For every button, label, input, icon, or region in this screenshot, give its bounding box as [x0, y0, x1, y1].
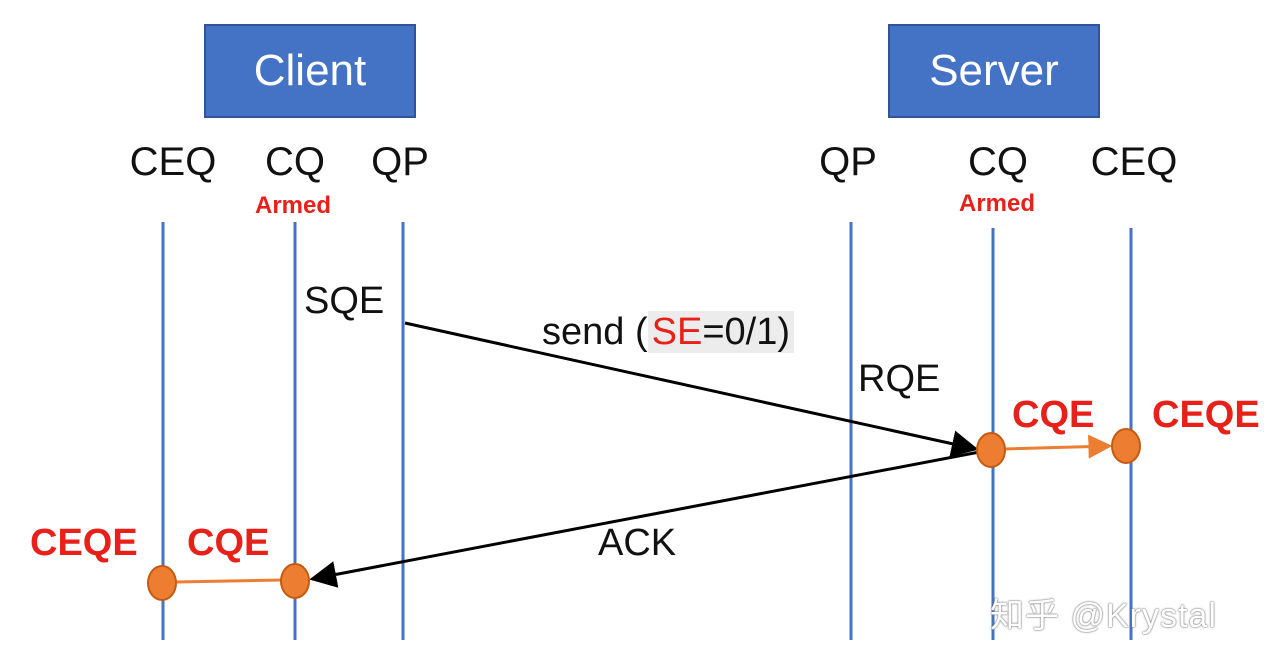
- client-box: Client: [204, 24, 416, 118]
- client-ceq-label: CEQ: [129, 140, 217, 184]
- client-title: Client: [253, 46, 367, 95]
- client-cqe-label: CQE: [187, 522, 270, 564]
- server-ceqe-label: CEQE: [1152, 394, 1260, 436]
- server-box: Server: [888, 24, 1100, 118]
- ack-label: ACK: [598, 522, 677, 564]
- server-cq-armed-label: Armed: [958, 190, 1036, 217]
- server-title: Server: [929, 46, 1059, 95]
- client-cq-label: CQ: [265, 140, 325, 184]
- client-cq-event: [280, 563, 310, 599]
- server-cqe-to-ceqe-arrow: [1004, 434, 1113, 459]
- send-se: SE: [651, 311, 703, 353]
- server-ceq-event: [1111, 428, 1141, 464]
- ack-arrow: [309, 448, 991, 588]
- send-arrow: [404, 321, 979, 457]
- server-ceq-label: CEQ: [1090, 140, 1178, 184]
- sqe-label: SQE: [304, 280, 385, 322]
- server-cq-label: CQ: [968, 140, 1028, 184]
- server-cq-event: [976, 432, 1006, 468]
- send-label: send (SE=0/1): [542, 311, 794, 354]
- send-prefix: send (: [542, 311, 648, 353]
- client-ceqe-label: CEQE: [30, 522, 138, 564]
- server-qp-label: QP: [819, 140, 877, 184]
- rqe-label: RQE: [858, 358, 941, 400]
- client-qp-label: QP: [371, 140, 429, 184]
- server-cqe-label: CQE: [1012, 394, 1095, 436]
- send-suffix: =0/1): [702, 311, 790, 353]
- watermark: 知乎 @Krystal: [990, 597, 1217, 635]
- send-se-flag: SE=0/1): [647, 311, 794, 353]
- client-ceq-event: [147, 565, 177, 601]
- client-cq-armed-label: Armed: [254, 192, 332, 219]
- client-cqe-to-ceqe-line: [175, 578, 284, 584]
